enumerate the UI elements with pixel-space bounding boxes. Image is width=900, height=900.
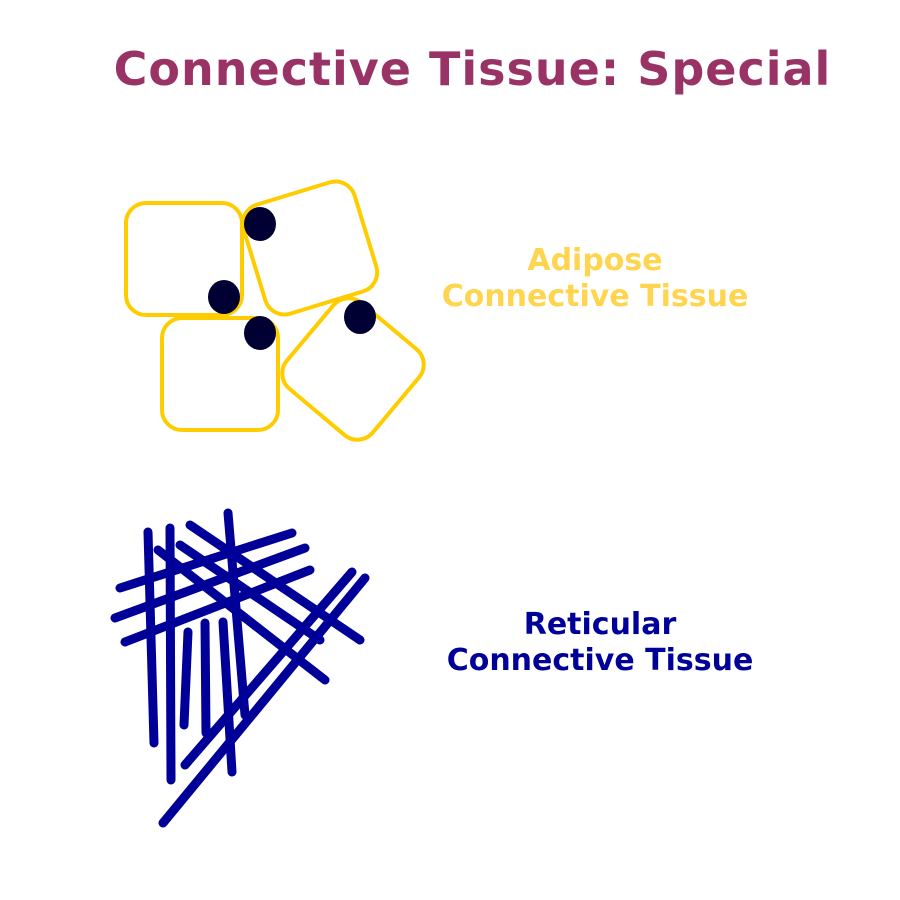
- adipose-label: Adipose Connective Tissue: [420, 243, 770, 315]
- reticular-fiber: [143, 527, 159, 748]
- page-title: Connective Tissue: Special: [113, 42, 832, 96]
- adipose-cell: [160, 316, 280, 432]
- nucleus: [244, 207, 276, 241]
- adipose-label-line1: Adipose: [527, 243, 663, 278]
- reticular-fiber: [158, 573, 370, 828]
- reticular-fiber: [180, 567, 357, 770]
- adipose-cell: [280, 296, 426, 442]
- reticular-fiber: [165, 523, 176, 785]
- adipose-label-line2: Connective Tissue: [441, 279, 749, 314]
- adipose-cell: [124, 201, 244, 317]
- nucleus: [208, 280, 240, 314]
- reticular-label-line2: Connective Tissue: [446, 643, 754, 678]
- reticular-fiber: [179, 627, 193, 730]
- reticular-label-line1: Reticular: [523, 607, 677, 642]
- reticular-fiber: [200, 618, 211, 738]
- adipose-cell: [240, 179, 380, 317]
- reticular-fiber: [110, 543, 310, 623]
- nucleus: [344, 300, 376, 334]
- nucleus: [244, 316, 276, 350]
- reticular-fiber: [175, 540, 325, 645]
- reticular-label: Reticular Connective Tissue: [420, 607, 780, 679]
